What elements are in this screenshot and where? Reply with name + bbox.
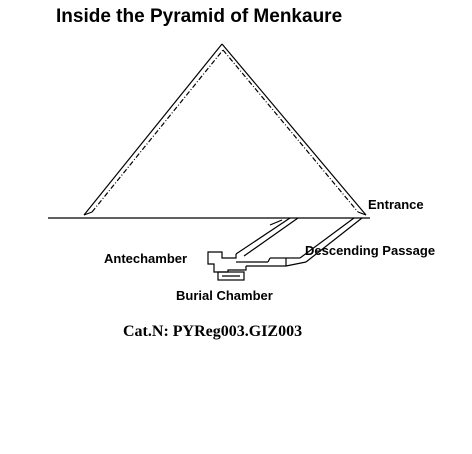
antechamber-label: Antechamber: [104, 251, 188, 266]
entrance-label: Entrance: [368, 197, 424, 212]
horizontal-passage: [246, 257, 286, 267]
diagram-title: Inside the Pyramid of Menkaure: [56, 6, 343, 27]
antechamber: [207, 251, 247, 273]
catalog-number: Cat.N: PYReg003.GIZ003: [123, 323, 303, 340]
descending-passage-label: Descending Passage: [305, 243, 436, 258]
burial-chamber: [217, 271, 245, 281]
upper-passage: [235, 217, 299, 257]
descending-passage: [285, 217, 363, 267]
pyramid-outline: [83, 43, 367, 216]
burial-chamber-label: Burial Chamber: [176, 288, 273, 303]
